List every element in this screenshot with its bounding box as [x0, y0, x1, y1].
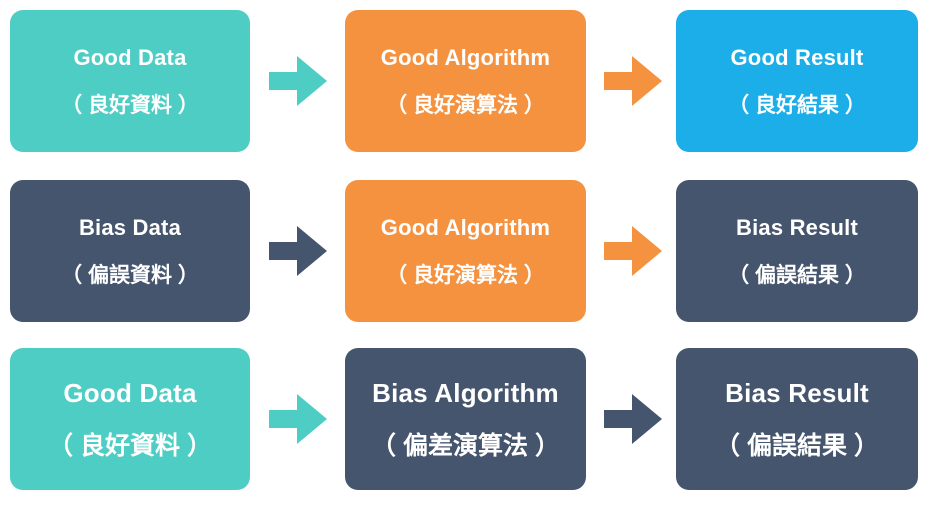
- box-label-en: Good Algorithm: [380, 44, 551, 70]
- box-bias-result-row2: Bias Result （ 偏誤結果 ）: [676, 180, 918, 322]
- arrow-right-icon-r2-a: [269, 222, 327, 280]
- arrow-right-icon-r3-a: [269, 390, 327, 448]
- arrow-right-icon-r2-b: [604, 222, 662, 280]
- box-label-en: Bias Algorithm: [372, 377, 559, 408]
- box-bias-algorithm-row3: Bias Algorithm （ 偏差演算法 ）: [345, 348, 586, 490]
- box-label-zh: （ 良好結果 ）: [728, 93, 866, 117]
- box-good-data-row3: Good Data （ 良好資料 ）: [10, 348, 250, 490]
- box-label-zh: （ 良好演算法 ）: [386, 93, 545, 117]
- box-label-en: Bias Result: [735, 214, 859, 240]
- box-label-zh: （ 偏誤結果 ）: [728, 263, 866, 287]
- box-good-algorithm-row1: Good Algorithm （ 良好演算法 ）: [345, 10, 586, 152]
- arrow-right-icon-r3-b: [604, 390, 662, 448]
- box-label-en: Good Data: [73, 44, 187, 70]
- box-good-result-row1: Good Result （ 良好結果 ）: [676, 10, 918, 152]
- box-bias-data-row2: Bias Data （ 偏誤資料 ）: [10, 180, 250, 322]
- box-good-data-row1: Good Data （ 良好資料 ）: [10, 10, 250, 152]
- box-label-zh: （ 良好資料 ）: [48, 431, 212, 460]
- box-label-zh: （ 偏誤資料 ）: [61, 263, 199, 287]
- box-label-zh: （ 良好演算法 ）: [386, 263, 545, 287]
- box-label-zh: （ 良好資料 ）: [61, 93, 199, 117]
- box-label-en: Bias Result: [725, 377, 869, 408]
- arrow-right-icon-r1-b: [604, 52, 662, 110]
- box-bias-result-row3: Bias Result （ 偏誤結果 ）: [676, 348, 918, 490]
- box-good-algorithm-row2: Good Algorithm （ 良好演算法 ）: [345, 180, 586, 322]
- box-label-en: Good Result: [730, 44, 864, 70]
- arrow-right-icon-r1-a: [269, 52, 327, 110]
- box-label-en: Good Algorithm: [380, 214, 551, 240]
- box-label-en: Bias Data: [78, 214, 182, 240]
- box-label-en: Good Data: [63, 377, 197, 408]
- box-label-zh: （ 偏誤結果 ）: [715, 431, 879, 460]
- box-label-zh: （ 偏差演算法 ）: [371, 431, 560, 460]
